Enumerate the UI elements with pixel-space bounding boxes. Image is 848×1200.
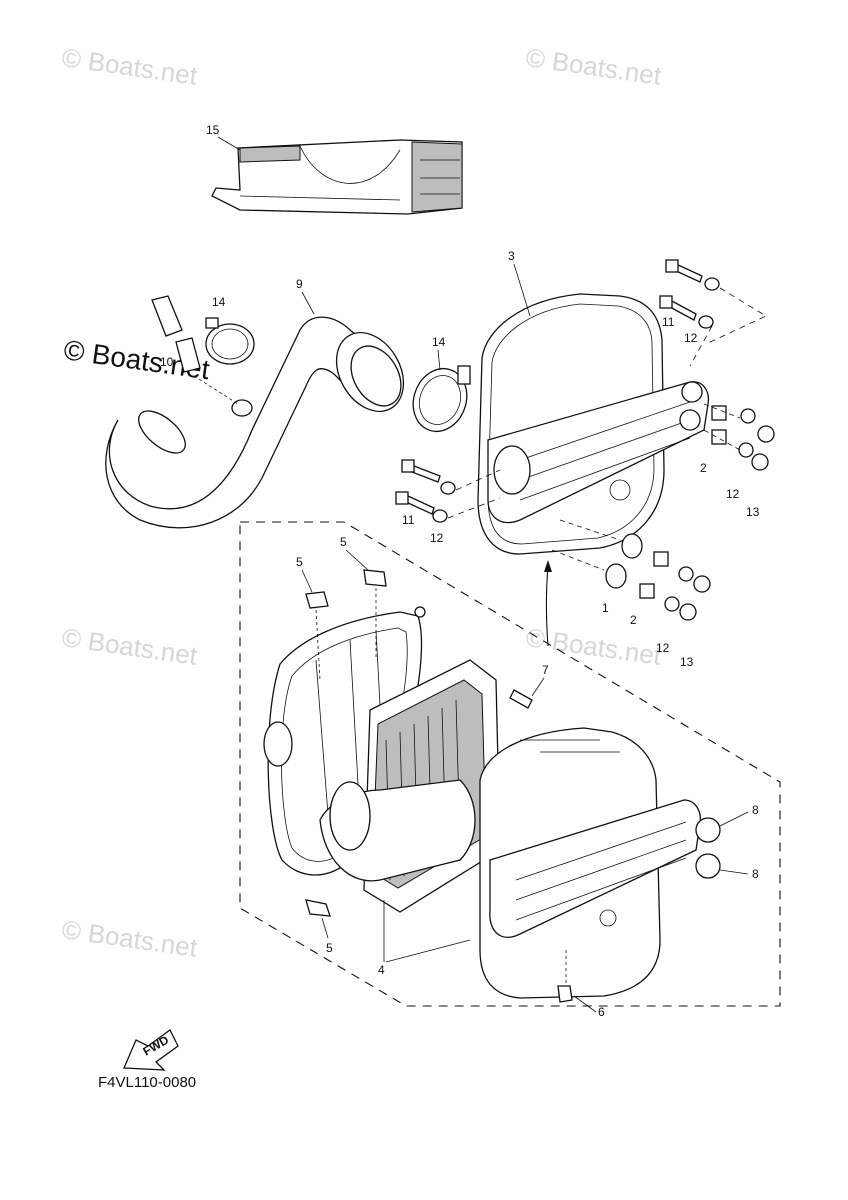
part-10-fitting	[151, 295, 253, 417]
part-2-collar	[711, 405, 775, 471]
callout-8: 8	[752, 803, 759, 817]
callout-11: 11	[402, 513, 415, 527]
callout-6: 6	[598, 1005, 605, 1019]
part-3-air-box-case	[477, 293, 710, 555]
part-15-cover	[211, 139, 463, 215]
callout-5: 5	[340, 535, 347, 549]
callout-12: 12	[430, 531, 444, 545]
callout-14: 14	[212, 295, 226, 309]
callout-7: 7	[542, 663, 549, 677]
callout-8: 8	[752, 867, 759, 881]
part-11-bolt	[665, 259, 720, 291]
fwd-arrow-icon	[123, 1029, 179, 1071]
callout-4: 4	[378, 963, 385, 977]
part-7-screw	[509, 689, 533, 709]
part-1-grommet	[605, 533, 711, 621]
assembly-arrow	[545, 565, 549, 647]
part-11-bolt	[395, 491, 448, 523]
part-6-drain-plug	[557, 985, 573, 1003]
part-9-intake-hose	[105, 316, 405, 529]
callout-1: 1	[602, 601, 609, 615]
callout-3: 3	[508, 249, 515, 263]
callout-12: 12	[656, 641, 670, 655]
exploded-view-boundary	[239, 521, 781, 1007]
part-11-bolt	[401, 459, 456, 495]
callout-12: 12	[684, 331, 698, 345]
callout-10: 10	[160, 355, 174, 369]
callout-13: 13	[680, 655, 694, 669]
part-4-filter-element	[319, 659, 501, 913]
callout-5: 5	[326, 941, 333, 955]
part-14-hose-clamp	[412, 365, 471, 433]
part-5-clip	[305, 569, 387, 917]
callout-14: 14	[432, 335, 446, 349]
part-air-box-front-half	[479, 727, 702, 999]
callout-12: 12	[726, 487, 740, 501]
callout-5: 5	[296, 555, 303, 569]
callout-11: 11	[662, 315, 675, 329]
part-11-bolt	[659, 295, 714, 329]
callout-2: 2	[630, 613, 637, 627]
diagram-code: F4VL110-0080	[98, 1074, 197, 1091]
part-14-hose-clamp	[205, 317, 255, 365]
part-8-grommet	[695, 817, 721, 879]
callout-15: 15	[206, 123, 220, 137]
callout-9: 9	[296, 277, 303, 291]
callout-2: 2	[700, 461, 707, 475]
callout-13: 13	[746, 505, 760, 519]
